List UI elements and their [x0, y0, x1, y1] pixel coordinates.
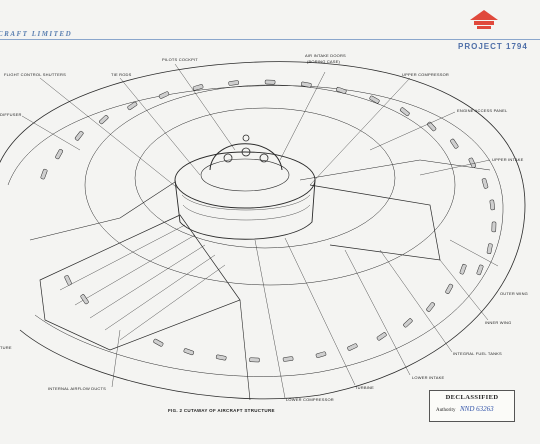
label-air-intake-doors: AIR INTAKE DOORS: [305, 53, 346, 58]
label-upper-compressor: UPPER COMPRESSOR: [402, 72, 449, 77]
dome-window: [259, 153, 269, 163]
dome-window: [242, 134, 250, 142]
shutter-slot: [127, 101, 138, 111]
shutter-slot: [64, 275, 72, 286]
shutter-slot: [347, 343, 358, 351]
shutter-slot: [55, 149, 63, 160]
declassified-stamp: DECLASSIFIED Authority NND 63263: [429, 390, 515, 422]
shutter-slot: [426, 302, 435, 312]
label-air-intake-doors-sub: (BORING CASE): [307, 59, 341, 64]
stamp-title: DECLASSIFIED: [445, 394, 499, 401]
cockpit-ring: [200, 158, 290, 192]
shutter-slot: [74, 130, 84, 141]
shutter-slot: [282, 356, 294, 362]
label-left-fragment: TURE: [0, 345, 12, 350]
shutter-slot: [215, 354, 227, 361]
label-lower-intake: LOWER INTAKE: [412, 375, 445, 380]
outer-rim: [0, 61, 526, 400]
shutter-slot: [183, 348, 195, 356]
shutter-slot: [491, 221, 497, 233]
project-title: PROJECT 1794: [458, 42, 528, 51]
shutter-slot: [427, 121, 437, 132]
label-diffuser-fragment: DIFFUSER: [0, 112, 22, 117]
shutter-slot: [403, 318, 413, 328]
label-engine-access-panel: ENGINE ACCESS PANEL: [457, 108, 508, 113]
shutter-slot: [399, 107, 410, 116]
label-tie-rods: TIE RODS: [111, 72, 132, 77]
label-internal-airflow-ducts: INTERNAL AIRFLOW DUCTS: [48, 386, 107, 391]
label-upper-intake: UPPER INTAKE: [492, 157, 524, 162]
cutaway-edge: [29, 181, 176, 241]
shutter-slot: [158, 91, 170, 99]
stamp-authority-value: NND 63263: [460, 405, 494, 413]
shutter-slot: [264, 79, 276, 85]
header-rule: [0, 39, 540, 40]
cockpit-dome: [209, 143, 283, 171]
shutter-slot: [336, 86, 347, 94]
label-flight-control-shutters: FLIGHT CONTROL SHUTTERS: [4, 72, 66, 77]
shutter-slot: [249, 357, 260, 363]
shutter-slot: [153, 338, 164, 347]
company-logo: [470, 10, 498, 29]
shutter-slot: [459, 263, 467, 275]
flight-control-shutters: [40, 79, 497, 363]
shutter-slot: [468, 157, 476, 168]
cutaway-ducts: [39, 214, 241, 351]
dome-window: [241, 147, 251, 157]
stamp-authority-label: Authority: [436, 408, 456, 413]
shutter-slot: [450, 138, 459, 149]
rim-inner-line: [7, 85, 504, 377]
shutter-slot: [228, 80, 239, 86]
hub-wall: [174, 179, 316, 240]
dome-window: [223, 153, 233, 163]
hub-top: [174, 151, 316, 209]
shutter-slot: [376, 332, 387, 341]
figure-caption: FIG. 2 CUTAWAY OF AIRCRAFT STRUCTURE: [168, 408, 275, 413]
shutter-slot: [301, 81, 312, 88]
shutter-slot: [192, 84, 204, 91]
shutter-slot: [445, 283, 454, 294]
upper-intake-line: [299, 159, 491, 181]
inner-ring: [134, 107, 396, 249]
shutter-slot: [481, 178, 489, 189]
leader-lines: [21, 63, 499, 399]
shutter-slot: [80, 294, 89, 305]
label-lower-compressor: LOWER COMPRESSOR: [286, 397, 334, 402]
shutter-slot: [489, 199, 495, 211]
label-turbine: TURBINE: [355, 385, 374, 390]
shutter-slot: [486, 243, 493, 254]
company-name: CRAFT LIMITED: [0, 30, 73, 38]
shutter-slot: [99, 115, 109, 125]
label-integral-fuel-tanks: INTEGRAL FUEL TANKS: [453, 351, 502, 356]
shutter-slot: [369, 95, 380, 104]
label-pilots-cockpit: PILOTS COCKPIT: [162, 57, 198, 62]
shutter-slot: [40, 168, 48, 180]
label-outer-wing: OUTER WING: [500, 291, 528, 296]
cutaway-right: [309, 184, 441, 261]
label-inner-wing: INNER WING: [485, 320, 512, 325]
shutter-slot: [476, 264, 484, 276]
shutter-slot: [315, 351, 327, 358]
mid-ring: [84, 84, 456, 286]
